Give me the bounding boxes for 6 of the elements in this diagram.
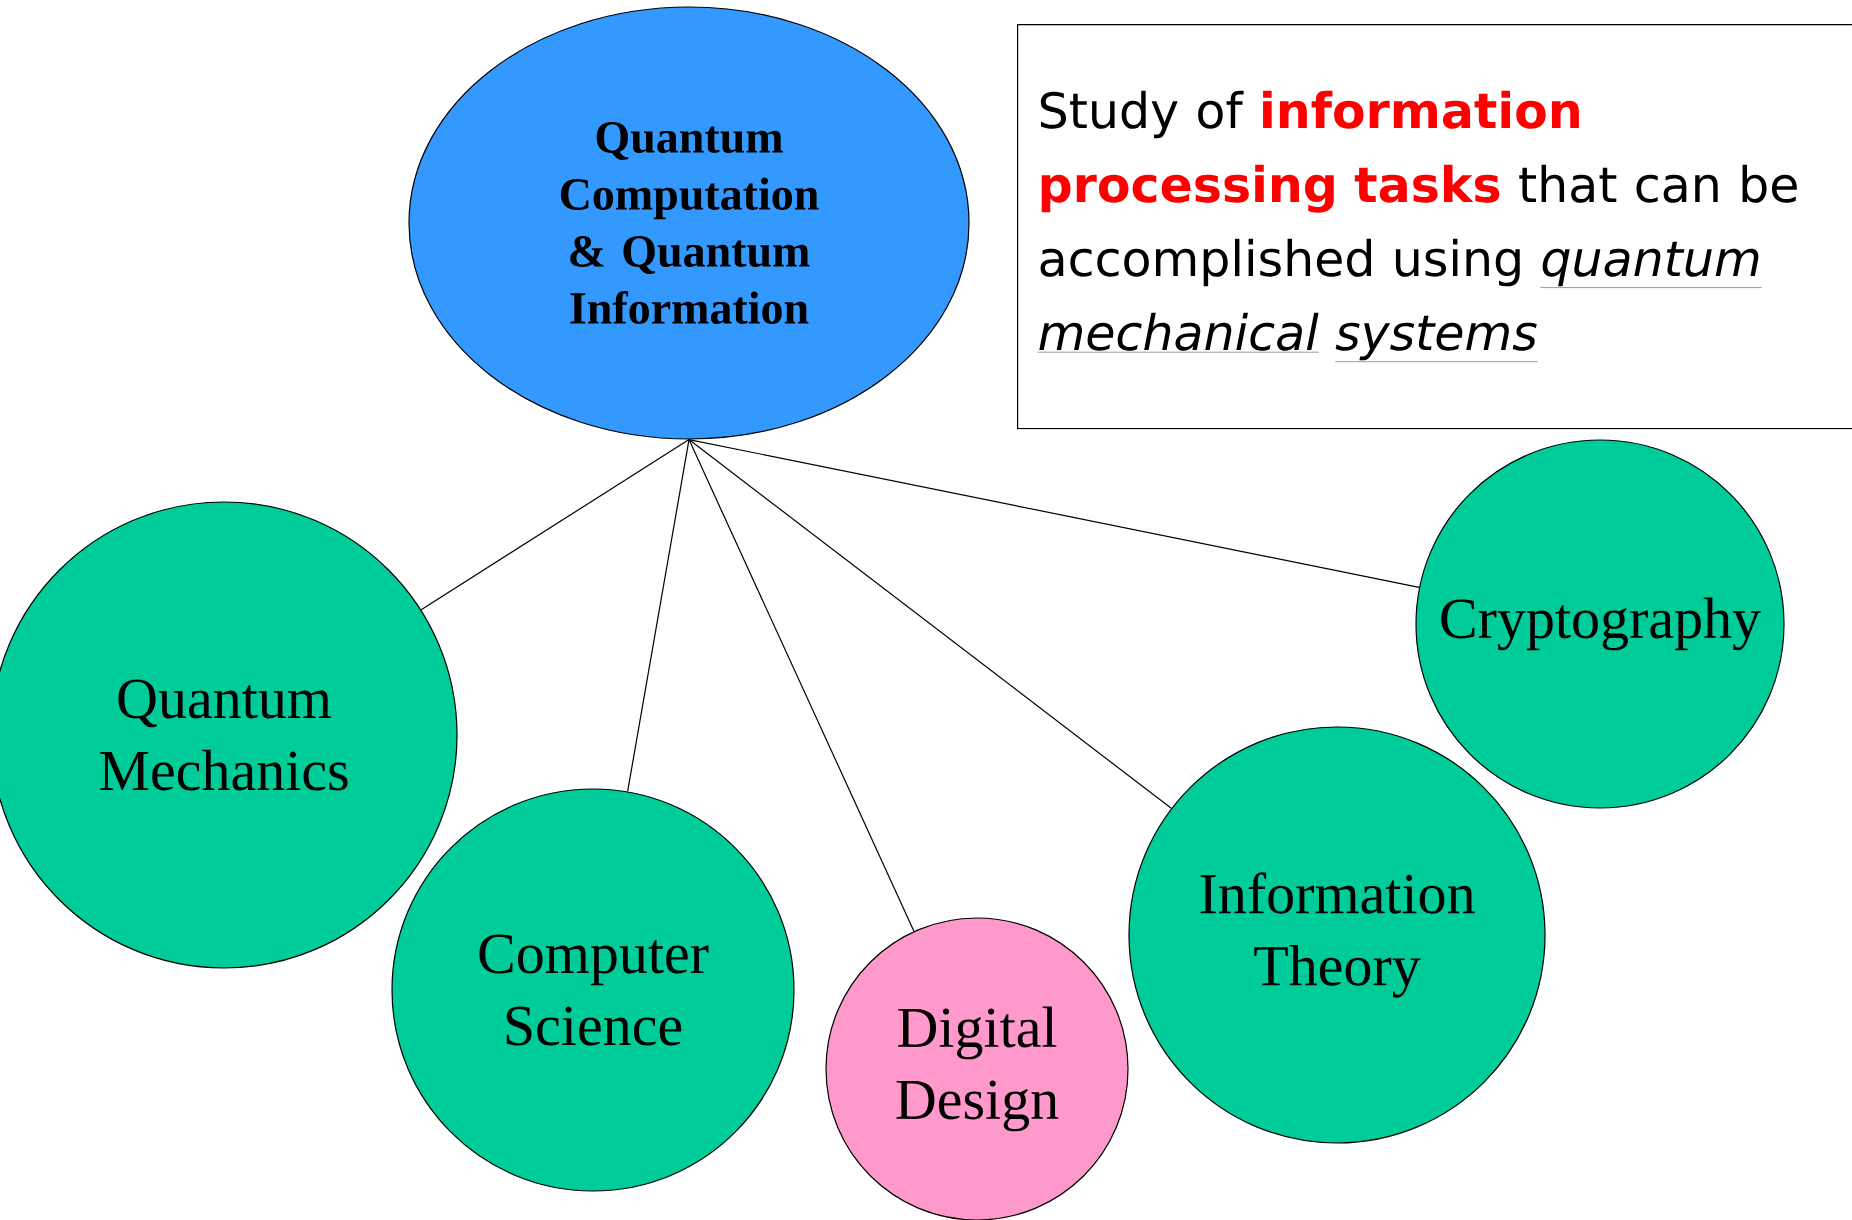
connector-line [688,438,915,932]
connector-line [627,438,690,792]
connector-line [688,438,1172,809]
connector-line [688,438,1420,588]
connector-line [420,438,690,611]
definition-box: Study of information processing tasks that can be accomplished using quantum mechanical systems [1017,23,1852,430]
